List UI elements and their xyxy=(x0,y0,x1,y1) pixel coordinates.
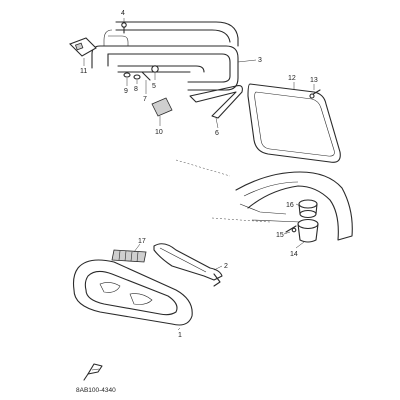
part-13-pin xyxy=(309,89,321,99)
callout-16: 16 xyxy=(286,202,294,209)
callout-3: 3 xyxy=(258,57,262,64)
cup-holder-assembly xyxy=(285,199,319,243)
callout-4: 4 xyxy=(121,10,125,17)
callout-17: 17 xyxy=(138,238,146,245)
part-2-strap xyxy=(153,243,223,287)
callout-12: 12 xyxy=(288,75,296,82)
callout-14: 14 xyxy=(290,251,298,258)
part-12-window-panel xyxy=(247,83,341,163)
part-17-ribbed-plate xyxy=(111,249,147,263)
callout-8: 8 xyxy=(134,86,138,93)
part-3-frame xyxy=(91,21,239,91)
part-1-grab-rail xyxy=(72,259,193,326)
callout-1: 1 xyxy=(178,332,182,339)
callout-2: 2 xyxy=(224,263,228,270)
callout-10: 10 xyxy=(155,129,163,136)
callout-9: 9 xyxy=(124,88,128,95)
fasteners-group xyxy=(123,65,159,81)
callout-11: 11 xyxy=(80,68,87,75)
part-4-screw xyxy=(121,22,127,34)
callout-15: 15 xyxy=(276,232,284,239)
callout-7: 7 xyxy=(143,96,147,103)
callout-13: 13 xyxy=(310,77,318,84)
part-10-pad xyxy=(151,97,173,117)
callout-5: 5 xyxy=(152,83,156,90)
front-arrow-icon xyxy=(83,363,103,381)
hull-section xyxy=(175,159,353,241)
drawing-code: 8AB100-4340 xyxy=(76,387,116,394)
callout-labels: 4 11 3 12 13 9 8 5 7 10 6 16 15 14 17 2 … xyxy=(80,10,318,339)
callout-6: 6 xyxy=(215,130,219,137)
leader-lines xyxy=(83,18,315,331)
part-11-bracket xyxy=(69,37,97,57)
